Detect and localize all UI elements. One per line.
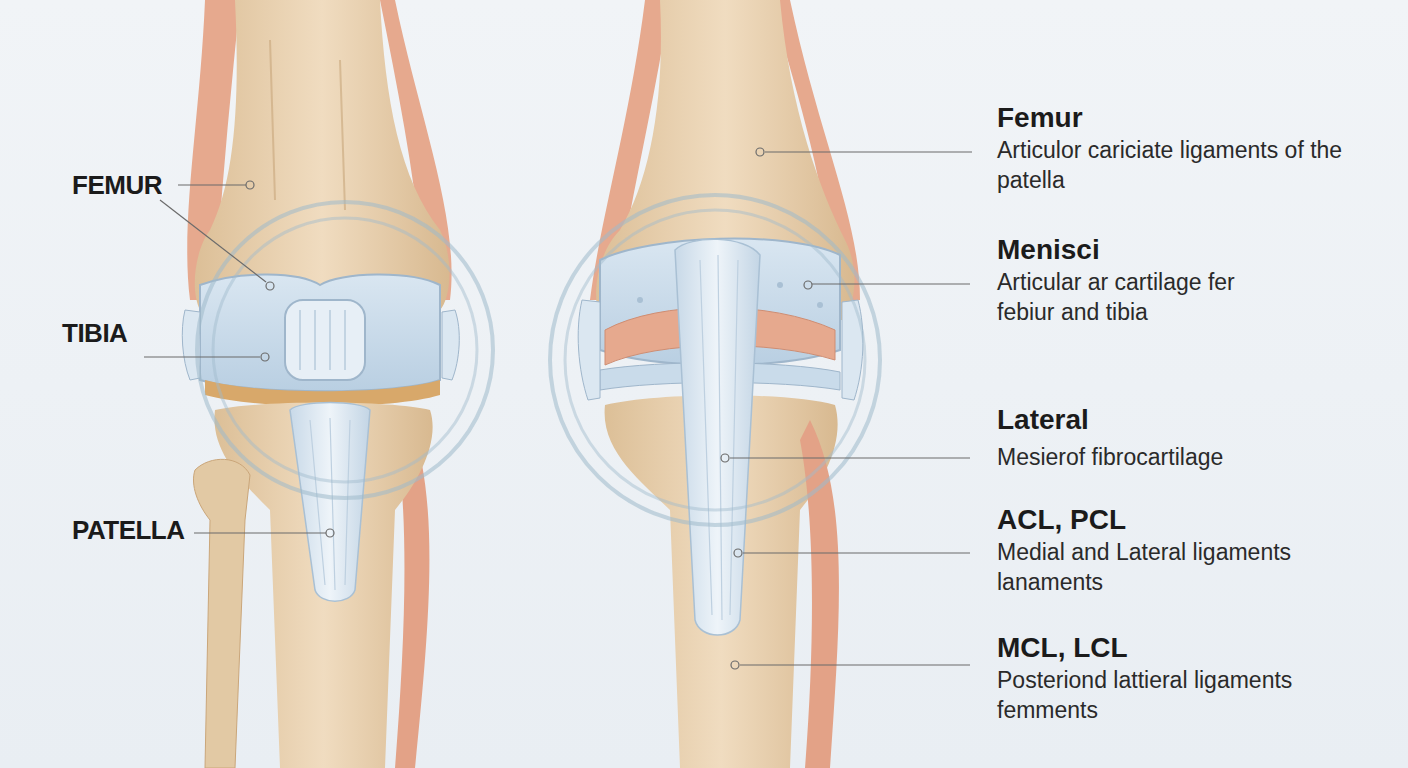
- callout-heading: Femur: [997, 101, 1083, 135]
- leader-lines: [144, 148, 972, 669]
- callout-heading: MCL, LCL: [997, 631, 1128, 665]
- right-knee: [550, 0, 880, 768]
- callout-body: Articulor cariciate ligaments of the pat…: [997, 135, 1357, 195]
- callout-heading: Menisci: [997, 233, 1100, 267]
- callout-heading: ACL, PCL: [997, 503, 1126, 537]
- left-knee: [182, 0, 493, 768]
- callout-body: Posteriond lattieral ligaments femments: [997, 665, 1382, 725]
- callout-heading: Lateral: [997, 403, 1089, 437]
- callout-body: Mesierof fibrocartilage: [997, 442, 1357, 472]
- callout-body: Medial and Lateral ligaments lanaments: [997, 537, 1357, 597]
- part-label: TIBIA: [62, 318, 127, 348]
- part-label: FEMUR: [72, 170, 162, 200]
- part-label: PATELLA: [72, 515, 185, 545]
- callout-body: Articular ar cartilage fer febiur and ti…: [997, 267, 1292, 327]
